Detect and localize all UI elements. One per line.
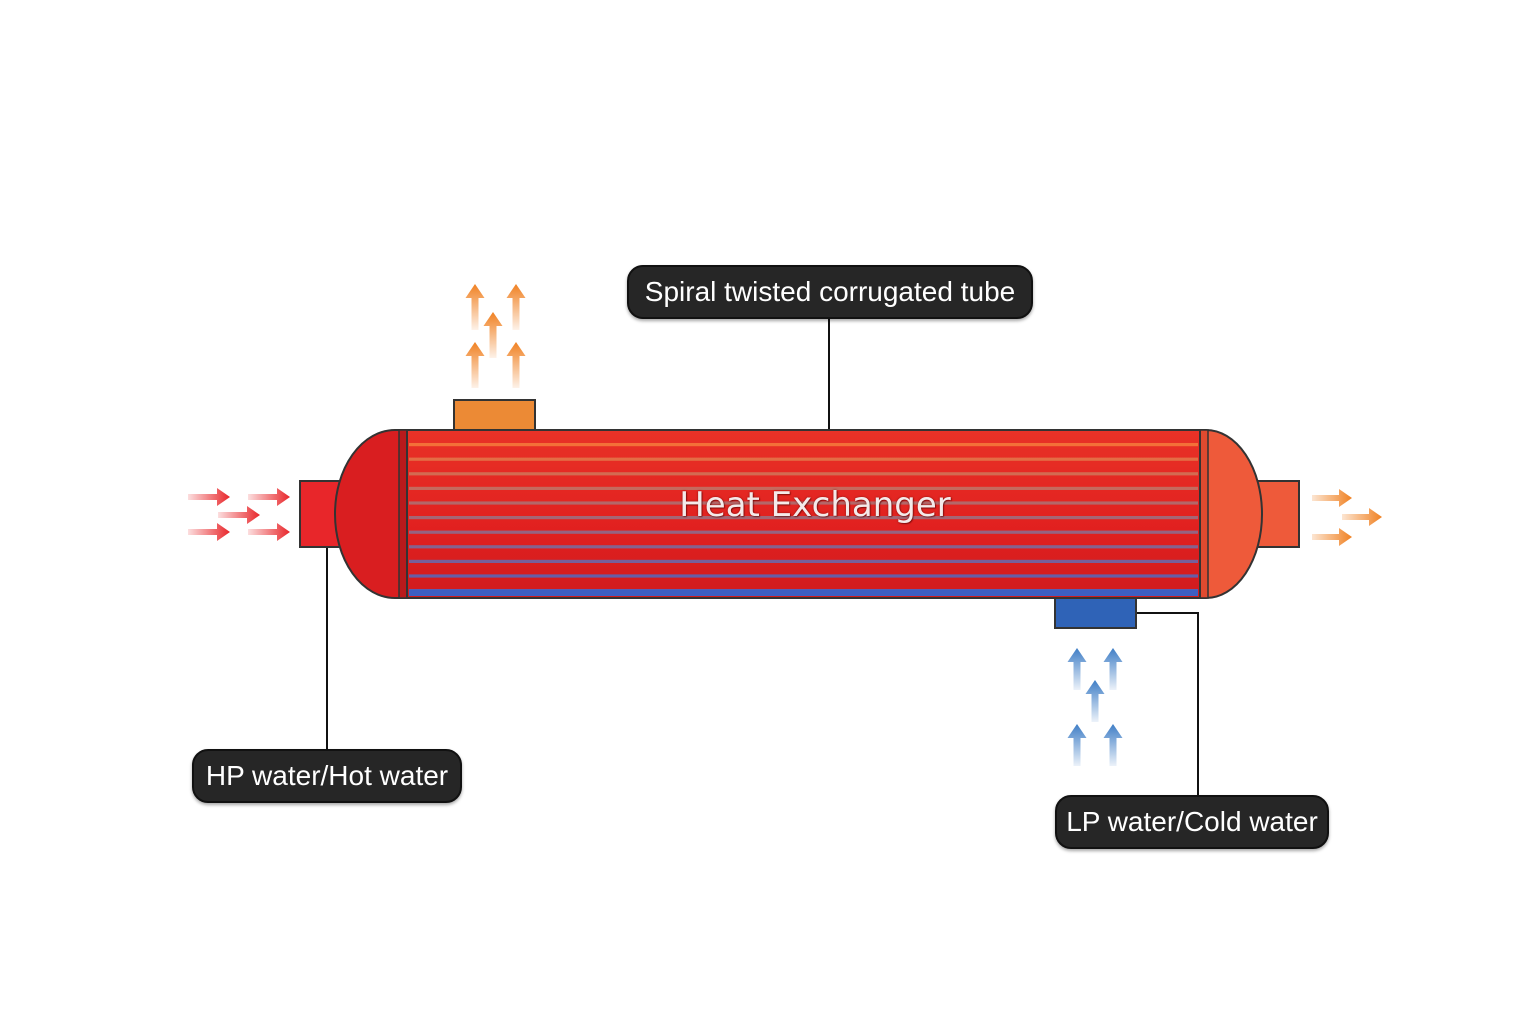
right-flange [1199,429,1209,599]
arrow-up-icon [1085,680,1105,722]
arrow-up-icon [483,312,503,358]
left-end-cap [334,429,408,599]
label-hot-water: HP water/Hot water [192,749,462,803]
tube-stripe [409,545,1198,549]
flow-arrows [188,284,1382,766]
arrow-right-icon [1312,528,1352,546]
tube-stripe [409,559,1198,563]
label-spiral-tube: Spiral twisted corrugated tube [627,265,1033,319]
leader-line-cold [1097,612,1199,797]
tube-stripe [409,472,1198,476]
left-flange [398,429,408,599]
arrow-up-icon [465,284,485,330]
tube-stripe [409,443,1198,447]
arrow-right-icon [218,506,260,524]
label-cold-water: LP water/Cold water [1055,795,1329,849]
arrow-up-icon [506,342,526,388]
tube-stripe [409,590,1198,596]
tube-stripe [409,486,1198,490]
arrow-up-icon [1103,648,1123,690]
arrow-right-icon [248,523,290,541]
tube-stripe [409,574,1198,578]
right-end-cap [1199,429,1263,599]
tube-stripe [409,457,1198,461]
cold-inlet-nozzle [1054,596,1137,629]
arrow-right-icon [1342,508,1382,526]
arrow-right-icon [248,488,290,506]
hot-outlet-nozzle [453,399,536,432]
tube-stripe [409,501,1198,505]
arrow-right-icon [1312,489,1352,507]
tube-bundle [409,443,1198,596]
arrow-up-icon [1067,648,1087,690]
arrow-up-icon [465,342,485,388]
arrow-right-icon [188,523,230,541]
tube-stripe [409,516,1198,520]
tube-stripe [409,530,1198,534]
arrow-up-icon [1103,724,1123,766]
arrow-right-icon [188,488,230,506]
diagram-title: Heat Exchanger [679,485,951,525]
arrow-up-icon [506,284,526,330]
arrow-up-icon [1067,724,1087,766]
